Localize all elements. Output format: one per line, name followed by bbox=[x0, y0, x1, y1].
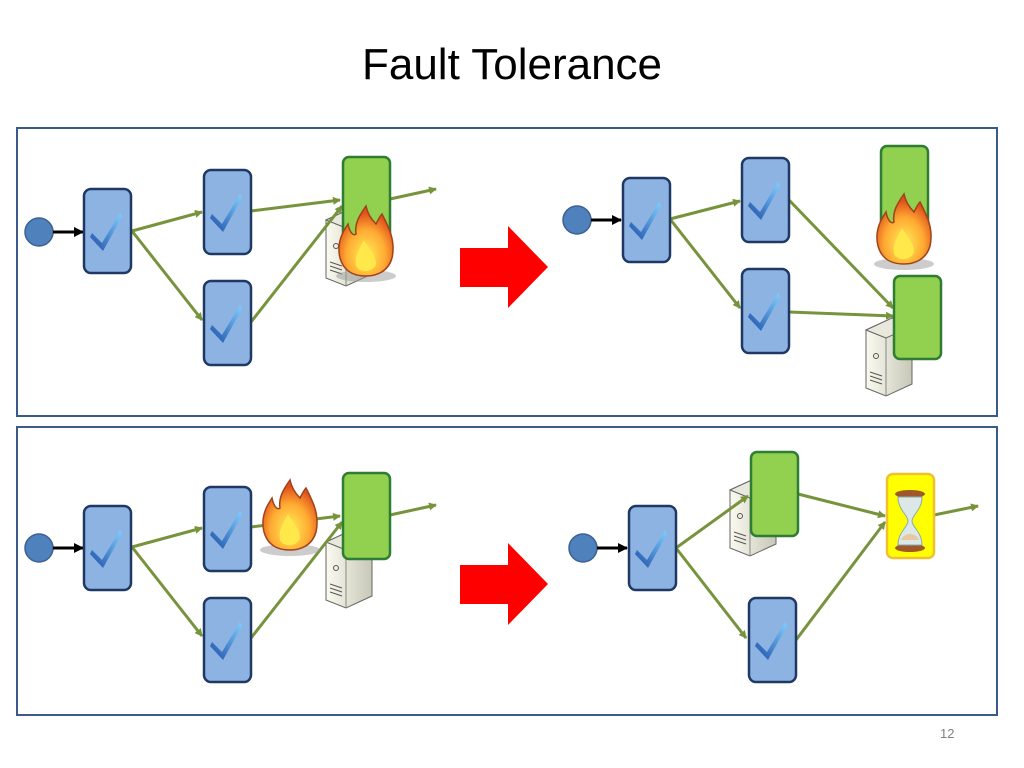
task-box bbox=[202, 596, 253, 684]
edge bbox=[787, 198, 895, 310]
transition-arrow-icon bbox=[460, 226, 548, 308]
panel-upstream-failure bbox=[16, 426, 998, 716]
edge bbox=[249, 205, 344, 323]
task-box bbox=[82, 187, 133, 275]
edge bbox=[249, 521, 344, 639]
edge bbox=[675, 494, 749, 550]
source-node bbox=[24, 533, 54, 563]
slide-title: Fault Tolerance bbox=[361, 40, 663, 89]
output-edge bbox=[389, 186, 437, 201]
source-node bbox=[568, 533, 598, 563]
edge bbox=[130, 230, 204, 321]
fire-icon bbox=[259, 479, 321, 557]
edge bbox=[669, 198, 741, 221]
transition-arrow-icon bbox=[460, 543, 548, 625]
source-node bbox=[562, 205, 592, 235]
edge bbox=[668, 218, 742, 309]
page-number: 12 bbox=[940, 726, 955, 741]
edge bbox=[797, 492, 886, 519]
source-node bbox=[24, 217, 54, 247]
edge bbox=[130, 546, 204, 637]
task-box bbox=[740, 156, 791, 244]
edge bbox=[131, 209, 203, 233]
task-box bbox=[747, 596, 798, 684]
edge bbox=[788, 310, 894, 320]
new-replica-box bbox=[892, 274, 943, 361]
replica-box bbox=[341, 471, 392, 561]
edge bbox=[131, 525, 203, 549]
panel2-before bbox=[24, 471, 437, 684]
task-box bbox=[627, 504, 678, 592]
edge bbox=[250, 196, 341, 213]
task-box bbox=[621, 176, 672, 264]
task-box bbox=[740, 267, 791, 355]
panel1-after bbox=[562, 144, 943, 397]
panel2-after bbox=[568, 450, 979, 684]
hourglass-icon bbox=[895, 490, 925, 552]
task-box bbox=[202, 168, 253, 256]
panel-replica-failover bbox=[16, 127, 998, 417]
edge bbox=[794, 521, 887, 641]
task-box bbox=[82, 504, 133, 592]
replica-box bbox=[749, 450, 800, 538]
output-edge bbox=[389, 502, 437, 517]
output-edge bbox=[933, 503, 979, 517]
panel1-before bbox=[24, 155, 437, 367]
task-box bbox=[202, 279, 253, 367]
task-box bbox=[202, 485, 253, 573]
edge bbox=[674, 547, 748, 639]
